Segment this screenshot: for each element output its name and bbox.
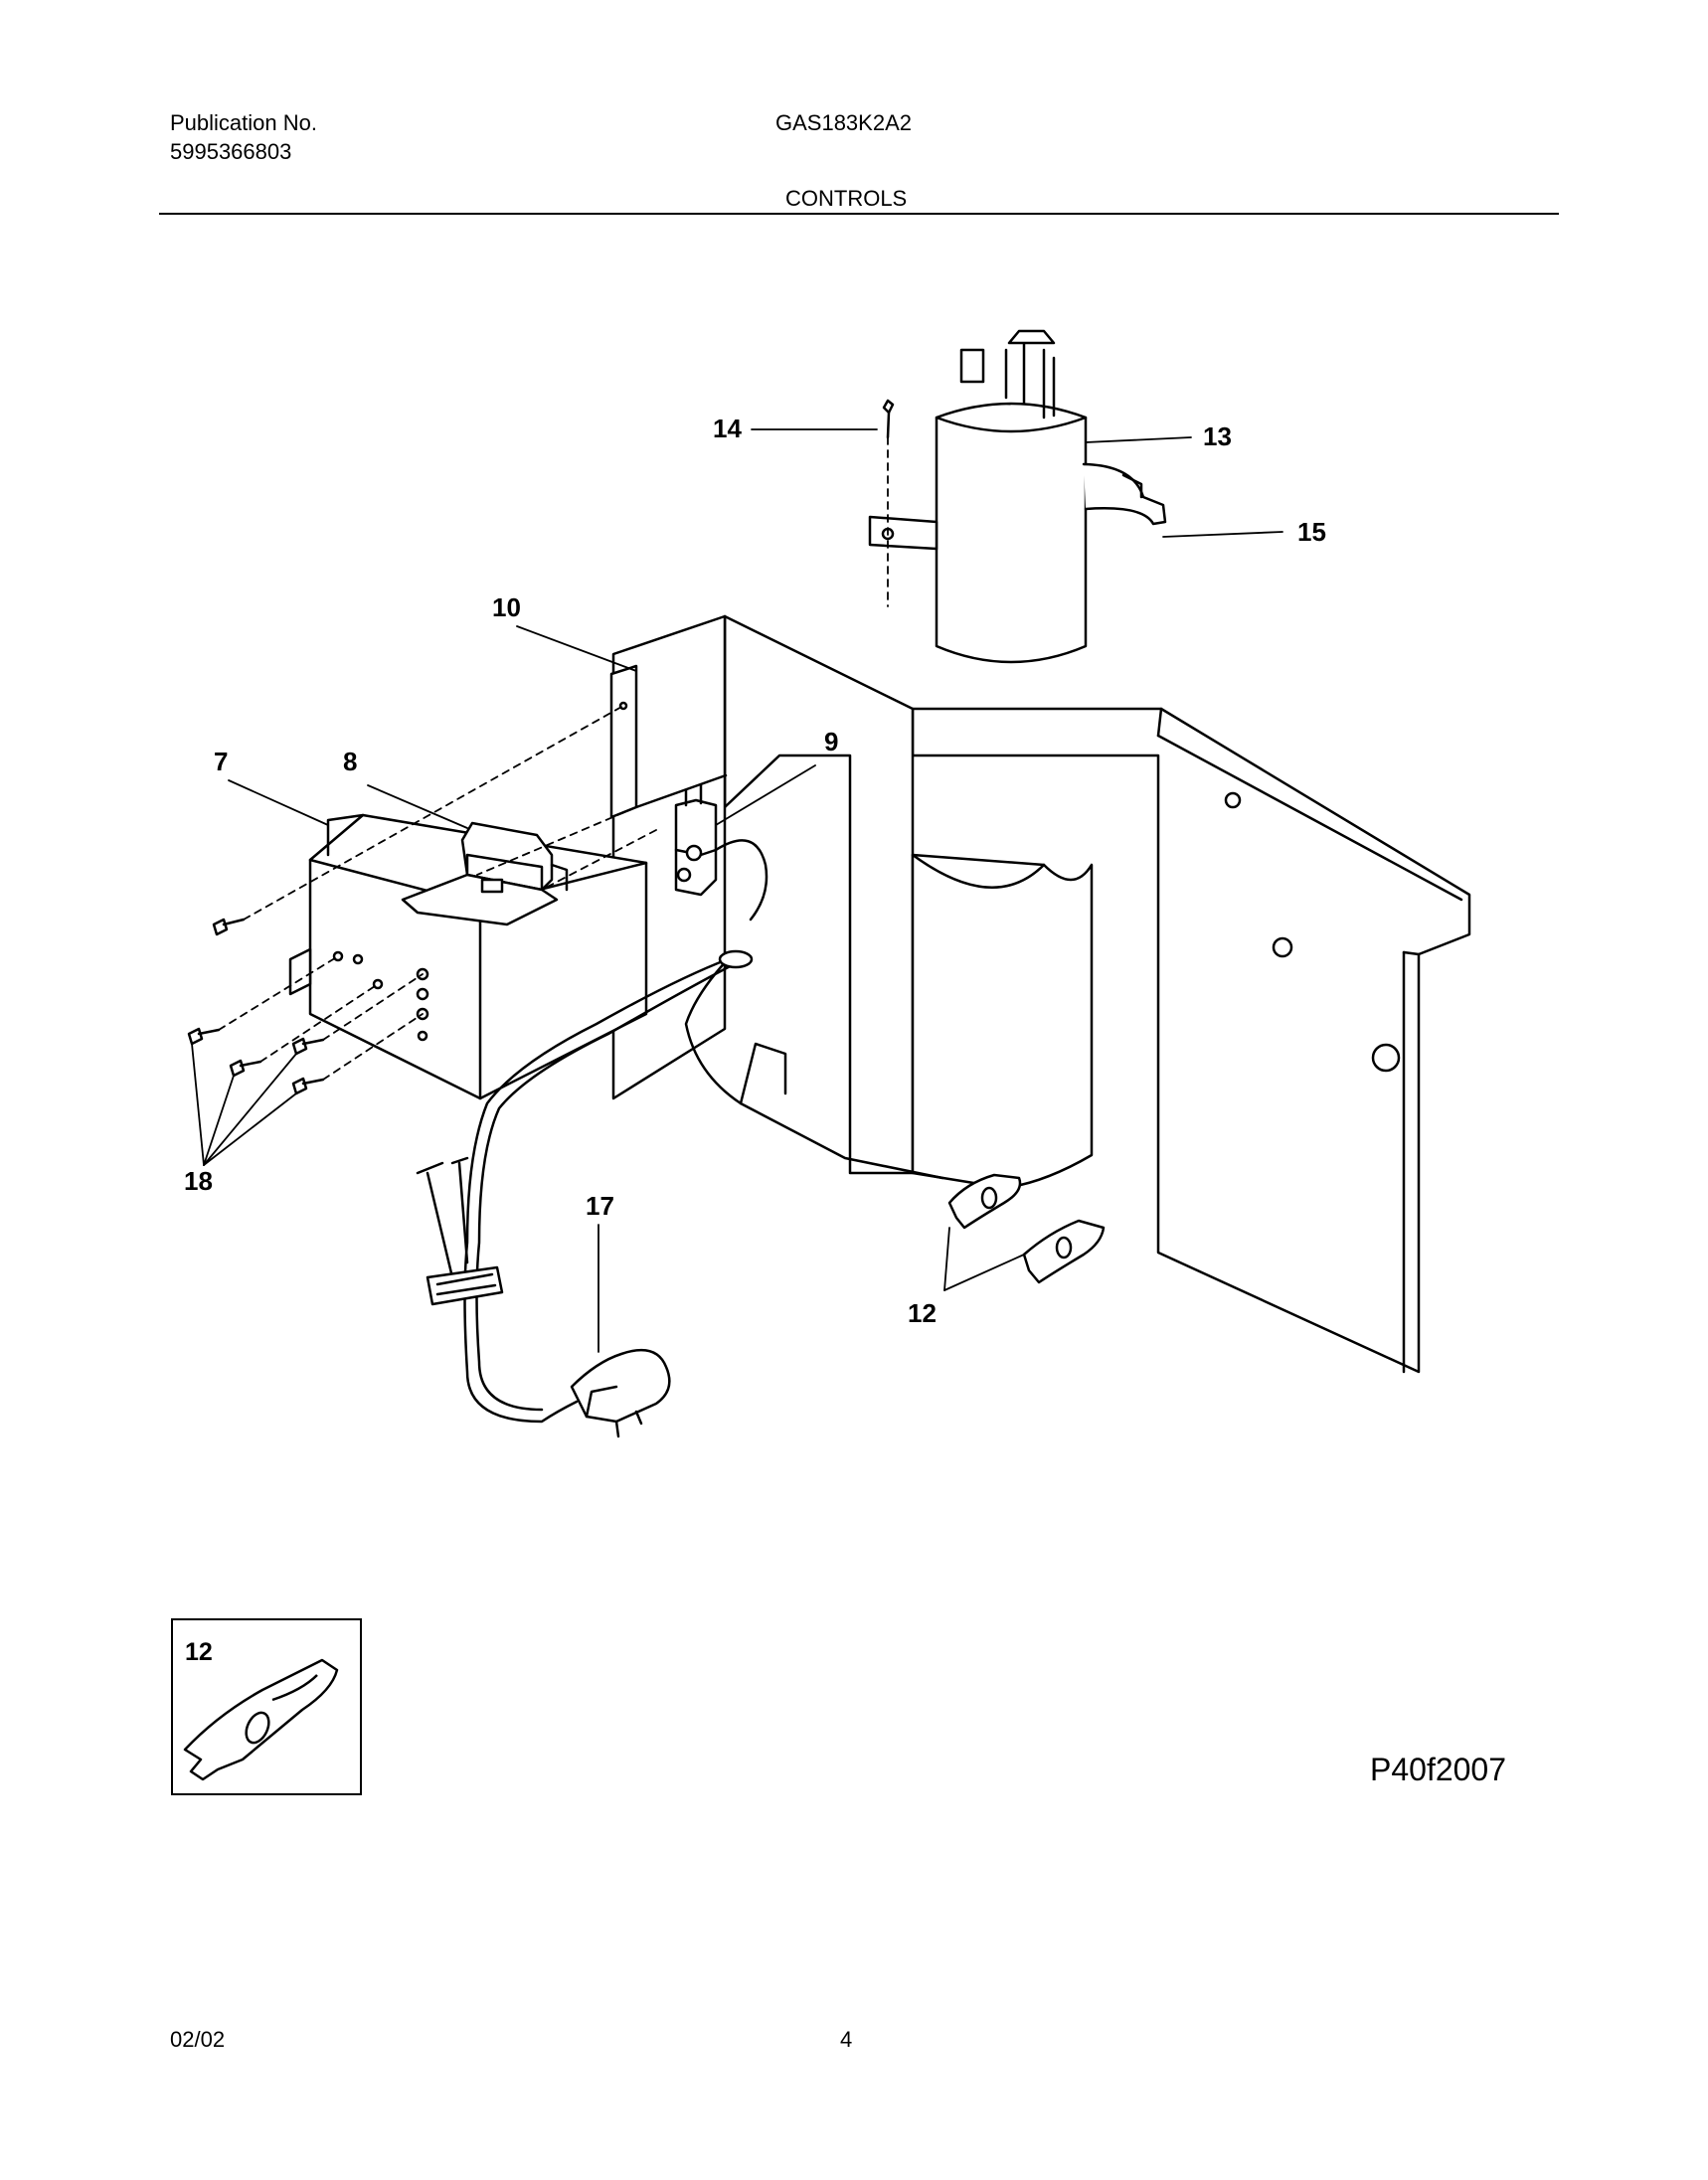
callout-14: 14 (713, 414, 742, 443)
section-title: CONTROLS (785, 186, 908, 211)
mount-bracket-a (947, 1173, 1022, 1230)
callout-13: 13 (1203, 421, 1232, 451)
cord-strain-relief (426, 1265, 504, 1306)
callout-10: 10 (492, 592, 521, 622)
callout-15: 15 (1297, 517, 1326, 547)
thermostat (401, 821, 569, 926)
model-number: GAS183K2A2 (775, 110, 912, 135)
footer-date: 02/02 (170, 2027, 226, 2052)
header-rule (159, 213, 1559, 215)
assembly-dashed-lines (218, 436, 889, 1081)
callout-17: 17 (586, 1191, 614, 1221)
publication-number: 5995366803 (170, 139, 292, 164)
capacitor (935, 329, 1088, 664)
callout-12: 12 (908, 1298, 937, 1328)
switch-component (674, 783, 769, 922)
publication-label: Publication No. (170, 110, 317, 135)
page-number: 4 (840, 2027, 853, 2052)
ground-lug (718, 949, 754, 969)
screw-14 (882, 399, 895, 439)
figure-code: P40f2007 (1370, 1752, 1507, 1787)
power-cord-harness (416, 957, 944, 1424)
mount-bracket-b (1022, 1219, 1106, 1284)
callout-9: 9 (824, 727, 838, 756)
inset-detail-box: 12 (171, 1618, 362, 1795)
control-box (288, 813, 648, 1100)
duct-shroud (911, 853, 1094, 1190)
callout-labels: 14 13 15 10 9 7 8 18 17 12 (184, 414, 1326, 1328)
inset-callout: 12 (185, 1638, 213, 1666)
callout-18: 18 (184, 1166, 213, 1196)
callout-leaders (191, 428, 1283, 1353)
callout-7: 7 (214, 747, 228, 776)
control-housing-panel (911, 707, 1471, 1374)
inset-bracket-drawing (183, 1658, 339, 1781)
callout-8: 8 (343, 747, 357, 776)
capacitor-strap (1082, 462, 1167, 526)
power-plug (570, 1348, 671, 1438)
screw-7 (212, 918, 246, 936)
screws-18 (187, 1027, 325, 1095)
capacitor-bracket (868, 515, 939, 551)
